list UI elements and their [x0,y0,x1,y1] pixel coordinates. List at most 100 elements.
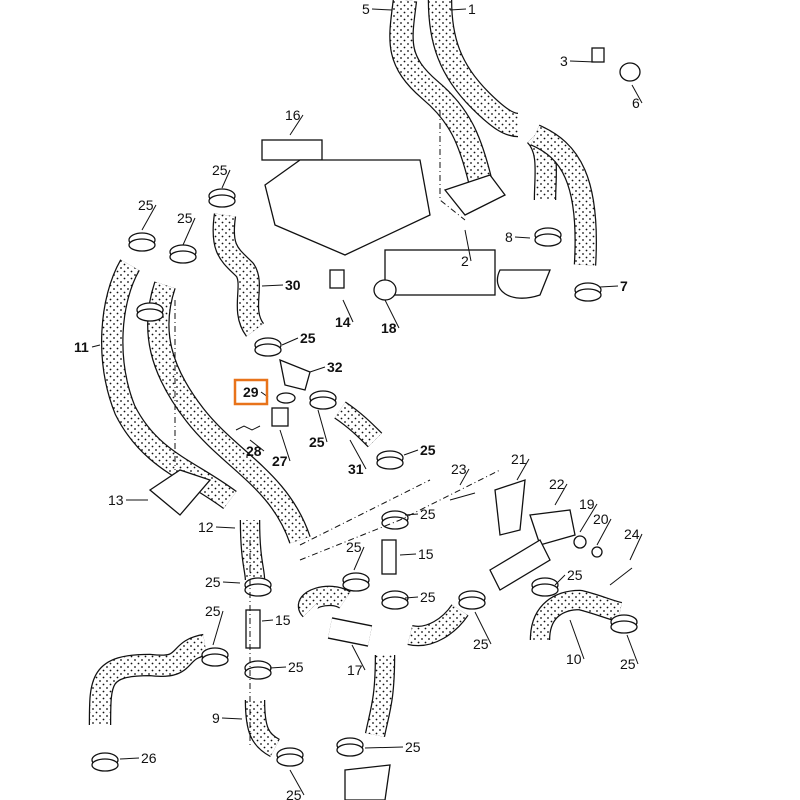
part-label-22[interactable]: 22 [549,476,565,492]
bracket [384,249,496,296]
coolant-hose [297,585,351,618]
label-text: 25 [473,636,489,652]
label-text: 15 [275,612,291,628]
hose-clamp [381,590,409,610]
part-label-11[interactable]: 11 [74,339,89,355]
part-label-25[interactable]: 25 [420,442,436,458]
part-label-5[interactable]: 5 [362,1,370,17]
part-label-8[interactable]: 8 [505,229,513,245]
part-label-25[interactable]: 25 [420,589,436,605]
label-text: 21 [511,451,527,467]
part-label-25[interactable]: 25 [309,434,325,450]
part-label-25[interactable]: 25 [346,539,362,555]
part-label-14[interactable]: 14 [335,314,351,330]
part-label-25[interactable]: 25 [420,506,436,522]
coolant-hose [244,699,281,758]
part-label-9[interactable]: 9 [212,710,220,726]
coolant-hose [389,0,492,183]
part-label-19[interactable]: 19 [579,496,595,512]
part-label-25[interactable]: 25 [288,659,304,675]
part-label-6[interactable]: 6 [632,95,640,111]
bracket-13 [148,469,212,516]
label-text: 19 [579,496,595,512]
leader-line [554,483,568,506]
part-label-10[interactable]: 10 [566,651,582,667]
bolt-23 [449,492,476,501]
part-label-15[interactable]: 15 [418,546,434,562]
coolant-hose [147,281,311,544]
leader-line [474,611,492,645]
part-label-13[interactable]: 13 [108,492,124,508]
hose-clamp [169,244,197,264]
part-label-25[interactable]: 25 [286,787,302,800]
label-text: 16 [285,107,301,123]
part-label-31[interactable]: 31 [348,461,364,477]
part-label-26[interactable]: 26 [141,750,157,766]
grommet-18 [373,279,397,301]
label-text: 3 [560,53,568,69]
t-piece-15 [381,539,397,575]
hose-clamp [244,577,272,597]
label-text: 23 [451,461,467,477]
leader-line [119,757,140,760]
leader-line [514,236,531,239]
part-label-25[interactable]: 25 [620,656,636,672]
hose-clamp [201,647,229,667]
part-label-12[interactable]: 12 [198,519,214,535]
pipe-fitting [344,764,391,800]
part-label-7[interactable]: 7 [620,278,628,294]
part-label-24[interactable]: 24 [624,526,640,542]
coolant-hose [212,213,265,337]
part-label-32[interactable]: 32 [327,359,343,375]
part-label-20[interactable]: 20 [593,511,609,527]
plain-hose [327,617,373,647]
hose-clamp [574,282,602,302]
label-text: 14 [335,314,351,330]
leader-line [281,337,299,346]
label-text: 8 [505,229,513,245]
part-label-25[interactable]: 25 [177,210,193,226]
part-label-15[interactable]: 15 [275,612,291,628]
label-text: 26 [141,750,157,766]
assembly-line [299,479,431,546]
part-label-28[interactable]: 28 [246,443,262,459]
part-label-3[interactable]: 3 [560,53,568,69]
leader-line [599,285,619,288]
leader-line [569,60,596,63]
label-text: 22 [549,476,565,492]
part-label-25[interactable]: 25 [205,603,221,619]
leader-line [289,769,305,796]
part-label-2[interactable]: 2 [461,253,469,269]
part-label-25[interactable]: 25 [473,636,489,652]
part-label-21[interactable]: 21 [511,451,527,467]
part-label-25[interactable]: 25 [567,567,583,583]
part-label-25[interactable]: 25 [205,574,221,590]
part-label-29[interactable]: 29 [233,378,269,406]
part-label-25[interactable]: 25 [300,330,316,346]
hose-clamp [531,577,559,597]
part-label-25[interactable]: 25 [405,739,421,755]
label-text: 25 [420,442,436,458]
label-text: 9 [212,710,220,726]
hoses [88,0,623,758]
part-label-27[interactable]: 27 [272,453,288,469]
leader-line [182,217,196,246]
part-label-30[interactable]: 30 [285,277,301,293]
hose-clamp [276,747,304,767]
leader-line [569,619,585,660]
part-label-25[interactable]: 25 [138,197,154,213]
part-label-23[interactable]: 23 [451,461,467,477]
part-label-25[interactable]: 25 [212,162,228,178]
part-label-1[interactable]: 1 [468,1,476,17]
leader-line [261,619,274,622]
part-label-16[interactable]: 16 [285,107,301,123]
coolant-hose [88,633,208,726]
t-piece-15 [245,609,261,649]
label-text: 20 [593,511,609,527]
part-label-18[interactable]: 18 [381,320,397,336]
label-text: 25 [286,787,302,800]
label-text: 25 [300,330,316,346]
leader-line [279,429,291,462]
part-label-17[interactable]: 17 [347,662,363,678]
